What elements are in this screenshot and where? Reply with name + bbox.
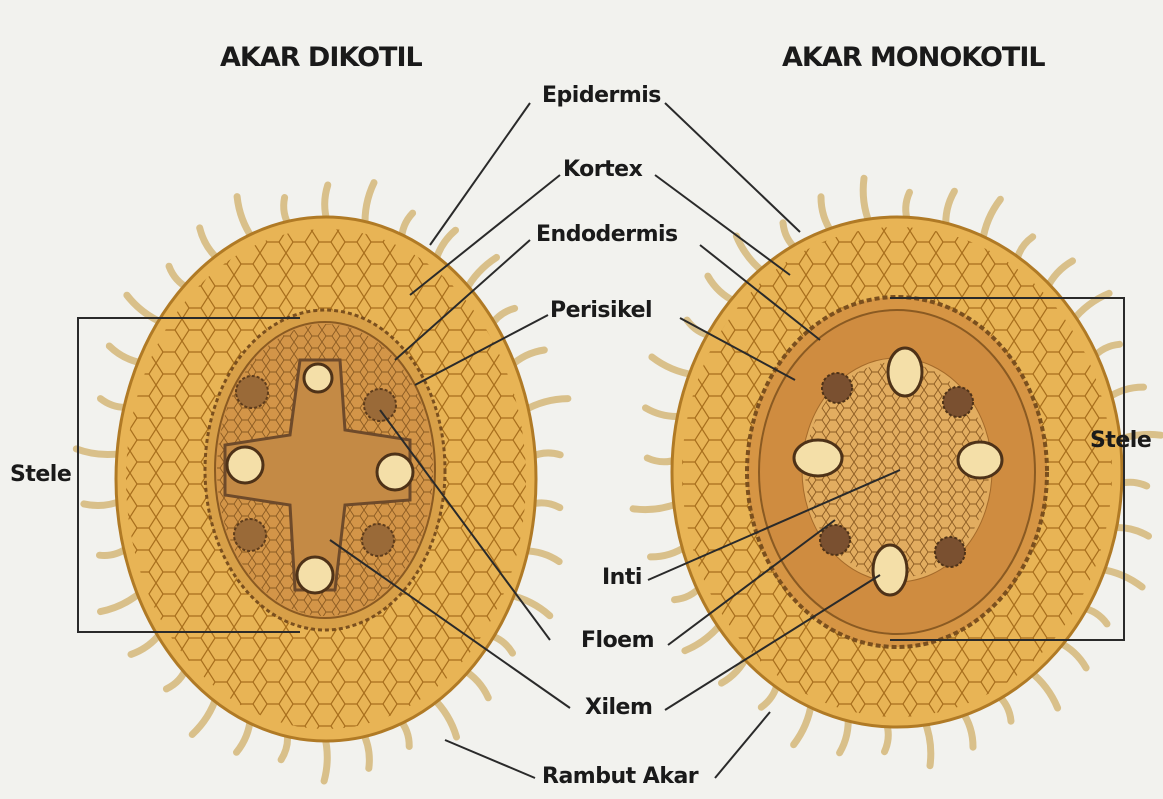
label-stele-left: Stele [10, 462, 71, 487]
root-hair [924, 720, 931, 766]
root-hair [983, 199, 1001, 241]
label-endodermis: Endodermis [536, 222, 678, 247]
label-stele-right: Stele [1090, 428, 1151, 453]
title-monocot-root: AKAR MONOKOTIL [782, 42, 1045, 73]
root-hair [736, 236, 764, 273]
root-hair [76, 449, 122, 455]
root-hair [1030, 671, 1058, 708]
label-kortex: Kortex [563, 157, 642, 182]
label-xilem: Xilem [585, 695, 652, 720]
root-hair [524, 399, 568, 411]
label-inti: Inti [602, 565, 642, 590]
root-hair [863, 178, 870, 224]
monocot-xylem [888, 348, 922, 396]
label-epidermis: Epidermis [542, 83, 661, 108]
label-rambut-akar: Rambut Akar [542, 764, 698, 789]
monocot-phloem [822, 373, 852, 403]
root-hair [794, 702, 812, 744]
root-hair [1100, 569, 1142, 587]
root-hair [633, 503, 679, 510]
title-dicot-root: AKAR DIKOTIL [220, 42, 422, 73]
root-hair [101, 591, 142, 611]
label-perisikel: Perisikel [550, 298, 652, 323]
label-floem: Floem [581, 628, 654, 653]
dicot-phloem [236, 376, 268, 408]
dicot-root [116, 217, 536, 741]
root-hair [652, 357, 694, 375]
